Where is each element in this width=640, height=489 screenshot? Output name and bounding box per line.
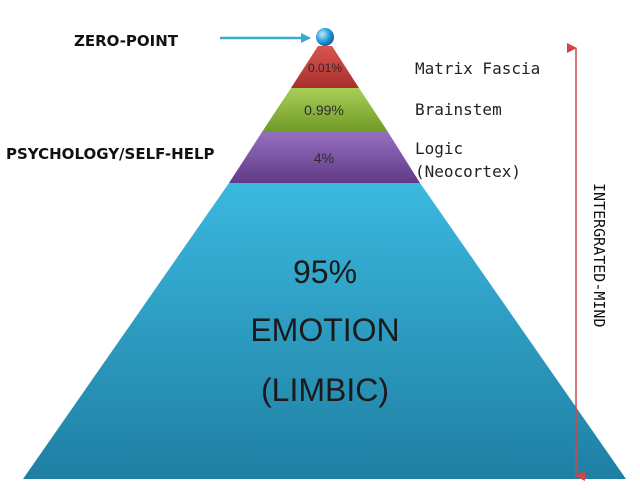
zero-point-label: ZERO-POINT — [74, 32, 179, 50]
psychology-label: PSYCHOLOGY/SELF-HELP — [6, 145, 215, 163]
neocortex-label: (Neocortex) — [415, 162, 521, 181]
emotion-percent: 95% — [293, 254, 357, 290]
logic-label: Logic — [415, 139, 463, 158]
brainstem-layer — [262, 88, 388, 132]
matrix-fascia-label: Matrix Fascia — [415, 59, 540, 78]
logic-layer — [229, 132, 420, 183]
matrix-percent: 0.01% — [308, 61, 342, 75]
emotion-subname: (LIMBIC) — [261, 372, 389, 408]
matrix-fascia-layer — [291, 46, 359, 88]
logic-percent: 4% — [314, 150, 334, 166]
emotion-name: EMOTION — [250, 312, 399, 348]
emotion-layer — [23, 183, 626, 479]
brainstem-percent: 0.99% — [304, 102, 344, 118]
brainstem-label: Brainstem — [415, 100, 502, 119]
intergrated-mind-label: INTERGRATED-MIND — [590, 183, 608, 328]
zero-point-sphere — [316, 28, 334, 46]
